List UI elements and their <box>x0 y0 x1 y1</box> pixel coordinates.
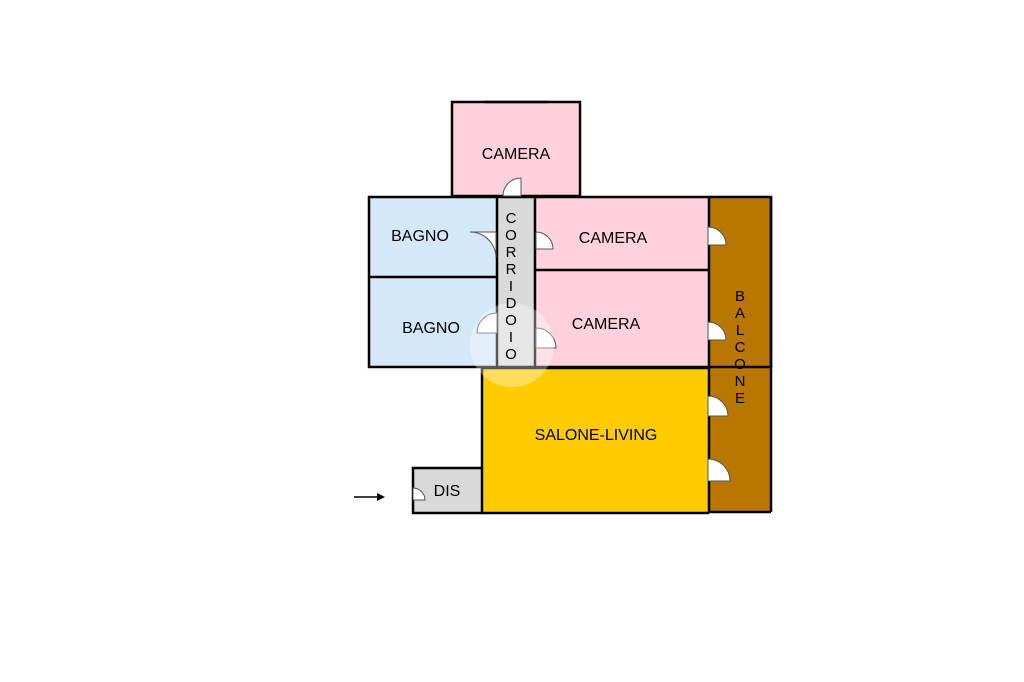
room-salone <box>482 369 709 513</box>
room-camera-mid <box>536 197 709 270</box>
door-swing-icon <box>535 231 554 250</box>
label-balcone: B A L C O N E <box>734 288 746 407</box>
door-swing-icon <box>412 487 426 501</box>
door-swing-icon <box>707 226 727 246</box>
corridoio-letter: O <box>505 346 517 363</box>
corridoio-letter: I <box>509 278 513 295</box>
corridoio-letter: O <box>505 312 517 329</box>
door-swing-icon <box>476 312 498 334</box>
label-bagno-low: BAGNO <box>402 320 460 337</box>
door-swing-icon <box>469 231 497 259</box>
label-salone: SALONE-LIVING <box>535 427 658 444</box>
balcone-letter: B <box>735 288 745 305</box>
label-corridoio: C O R R I D O I O <box>505 210 517 363</box>
balcone-letter: N <box>735 373 746 390</box>
balcone-letter: A <box>735 305 745 322</box>
label-camera-mid: CAMERA <box>579 230 648 247</box>
corridoio-letter: R <box>506 244 517 261</box>
corridoio-letter: D <box>506 295 517 312</box>
door-swing-icon <box>707 321 727 341</box>
room-bagno-top <box>369 197 497 277</box>
label-dis: DIS <box>434 483 461 500</box>
balcone-letter: O <box>734 356 746 373</box>
room-dis <box>413 468 481 513</box>
balcone-letter: E <box>735 390 745 407</box>
doors <box>412 177 731 501</box>
door-swing-icon <box>707 395 729 417</box>
label-camera-top: CAMERA <box>482 146 551 163</box>
room-balcone <box>710 197 771 512</box>
door-swing-icon <box>535 327 557 349</box>
watermark-logo <box>470 303 554 387</box>
corridoio-letter: O <box>505 227 517 244</box>
room-corridoio <box>498 197 535 367</box>
door-swing-icon <box>707 458 731 482</box>
room-camera-low <box>536 271 709 368</box>
label-bagno-top: BAGNO <box>391 228 449 245</box>
arrow-right-icon <box>354 493 385 501</box>
room-bagno-low <box>369 278 497 367</box>
corridoio-letter: I <box>509 329 513 346</box>
corridoio-letter: R <box>506 261 517 278</box>
door-swing-icon <box>502 177 522 197</box>
balcone-letter: L <box>736 322 744 339</box>
corridoio-letter: C <box>506 210 517 227</box>
label-camera-low: CAMERA <box>572 316 641 333</box>
balcone-letter: C <box>735 339 746 356</box>
